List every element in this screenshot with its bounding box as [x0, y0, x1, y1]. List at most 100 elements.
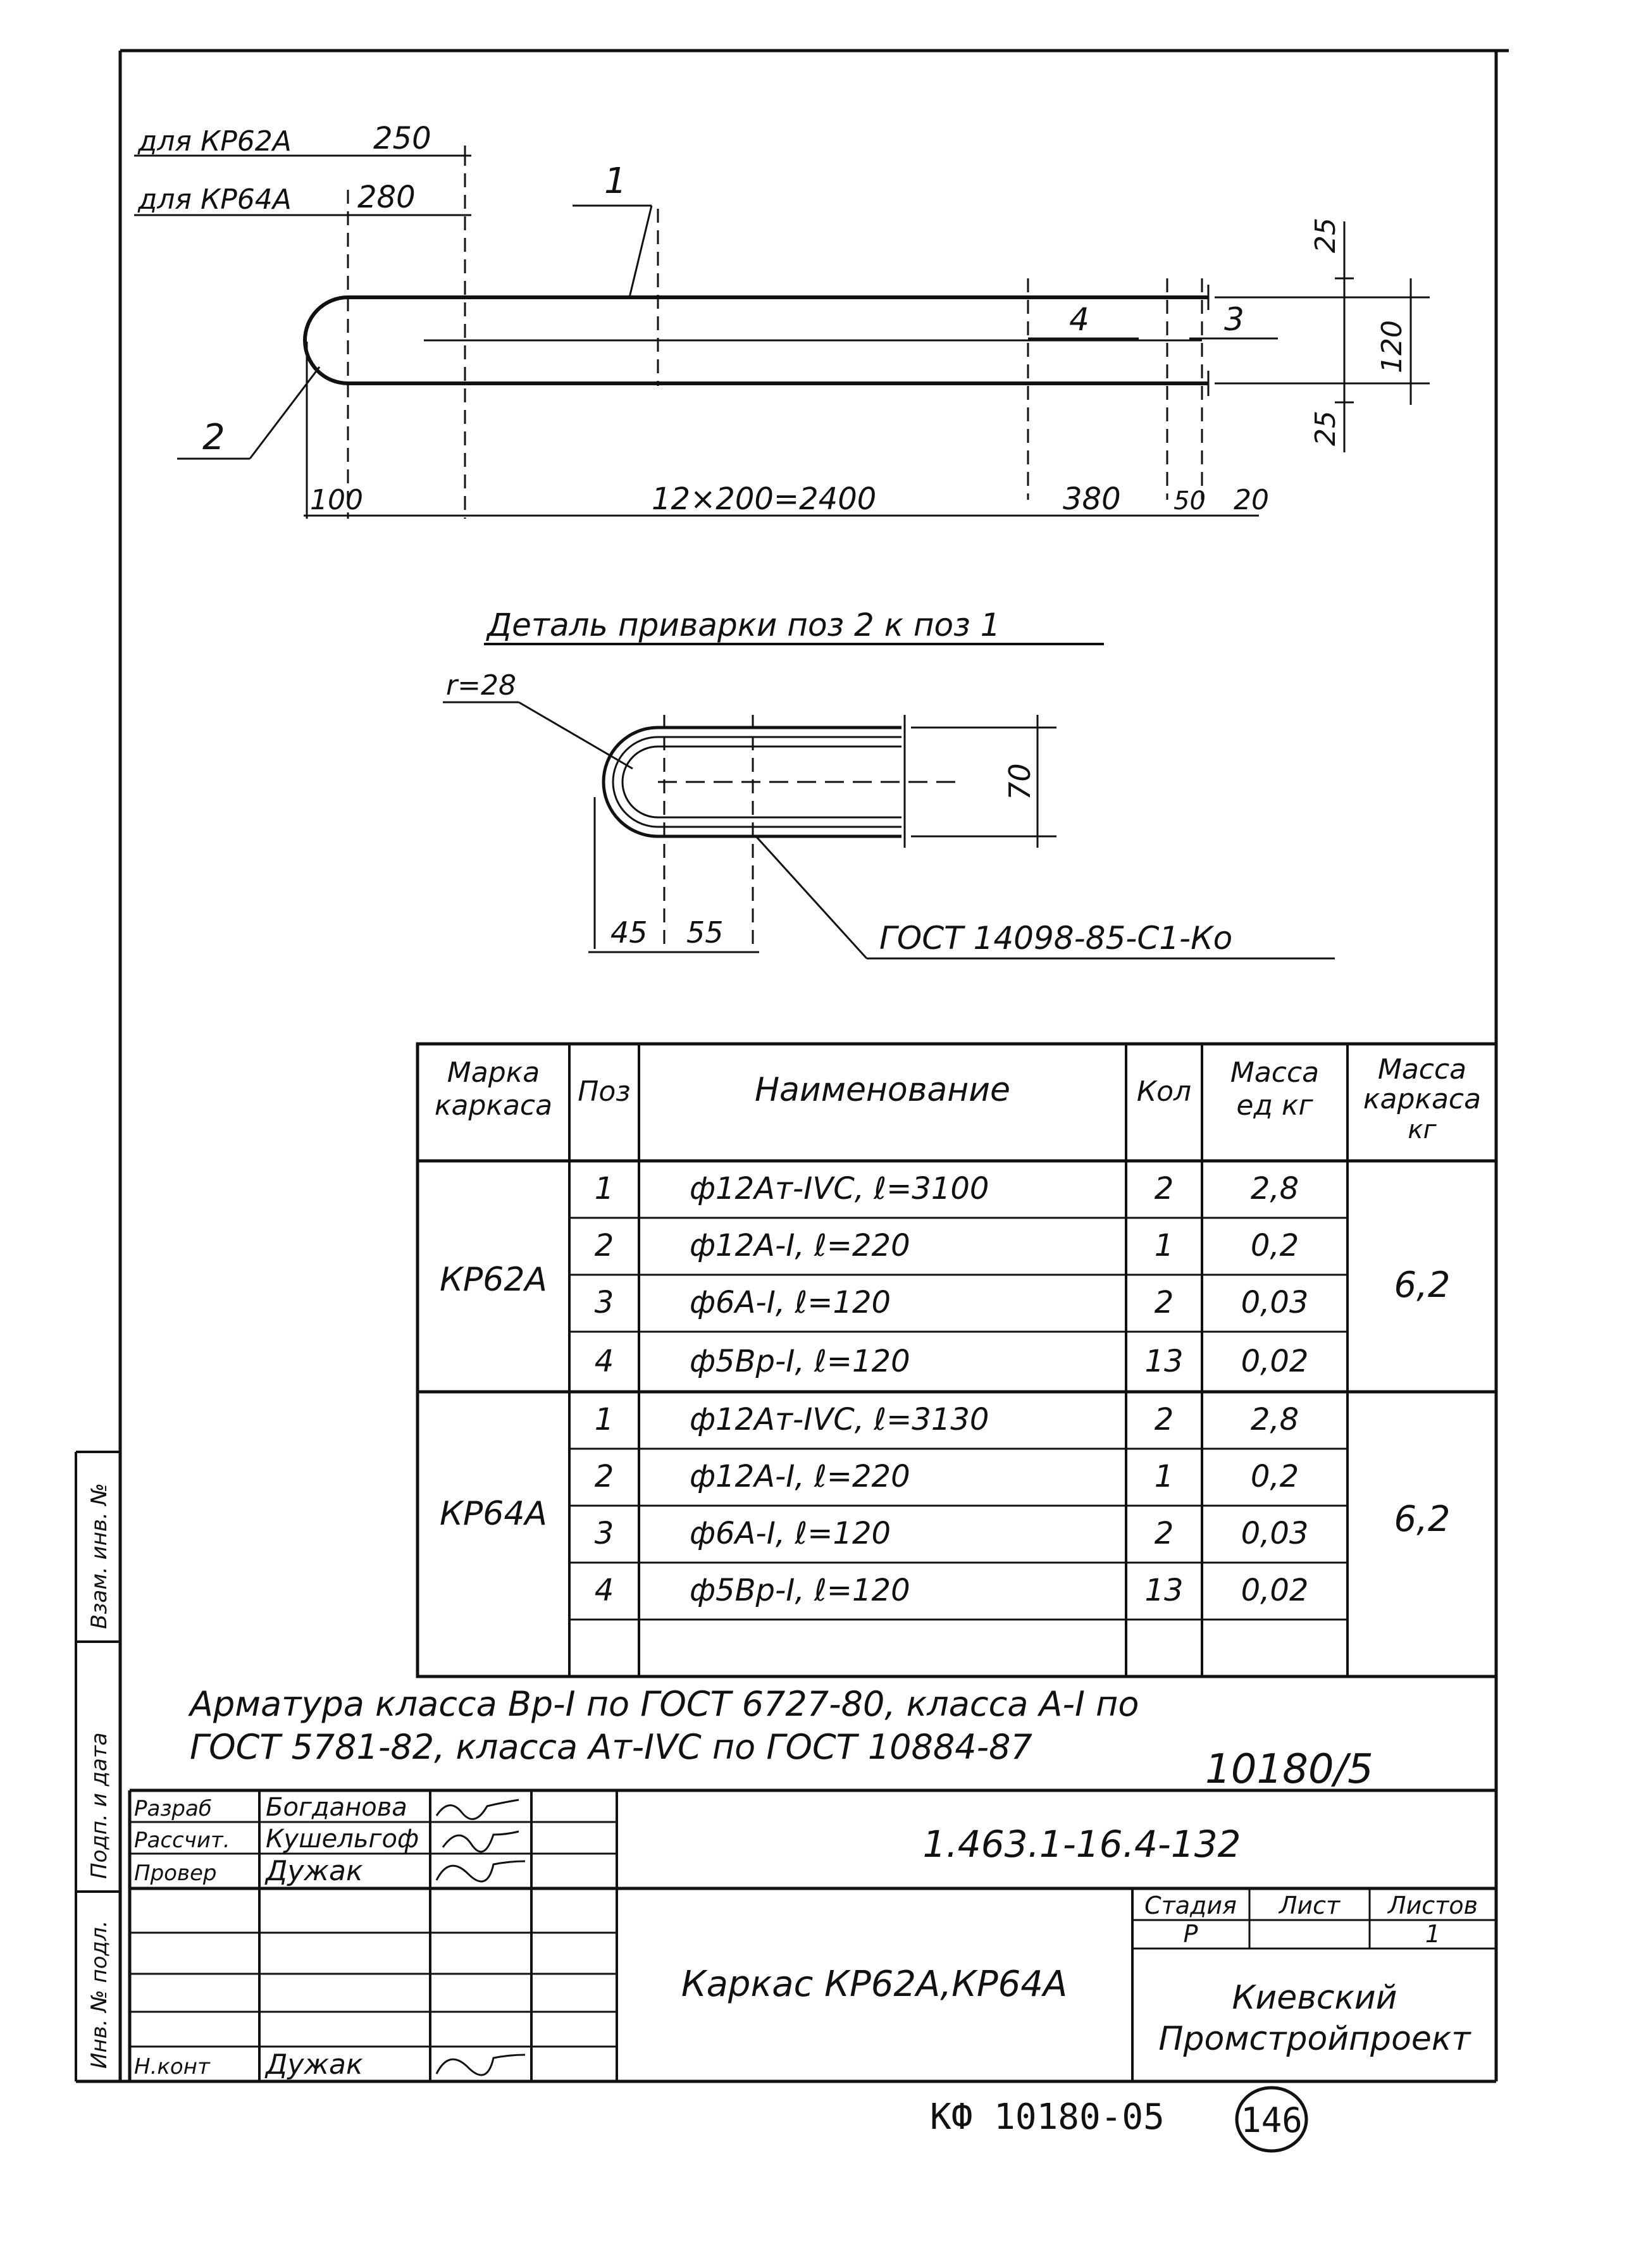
detail-dim-45: 45 — [610, 915, 648, 950]
dim-50: 50 — [1174, 486, 1206, 516]
row-pos: 1 — [595, 1171, 614, 1206]
sheet-label: Лист — [1278, 1892, 1341, 1919]
row-qty: 2 — [1155, 1516, 1174, 1551]
table-row: 2 ф12А-I, ℓ=220 1 0,2 — [595, 1228, 1299, 1263]
weld-standard: ГОСТ 14098-85-С1-Ко — [879, 920, 1232, 957]
row-pos: 4 — [595, 1573, 614, 1608]
table-row: 1 ф12Ат-IVС, ℓ=3100 2 2,8 — [595, 1171, 1299, 1206]
row-pos: 2 — [595, 1228, 614, 1263]
row-pos: 2 — [595, 1459, 614, 1494]
label-for-kr64a: для КР64А — [137, 183, 292, 216]
dim-main-span: 12×200=2400 — [652, 481, 876, 517]
side-strip-inv-replace: Взам. инв. № — [87, 1483, 112, 1629]
reinforcement-note: Арматура класса Вр-I по ГОСТ 6727-80, кл… — [188, 1684, 1373, 1793]
side-strip-sign-date: Подп. и дата — [87, 1732, 112, 1879]
group-mark-kr62a: КР62А — [440, 1261, 547, 1299]
row-mass: 0,2 — [1251, 1459, 1299, 1494]
row-mass: 2,8 — [1251, 1402, 1299, 1437]
signature-mark — [435, 1860, 526, 1883]
stage-value: Р — [1184, 1920, 1198, 1948]
row-mass: 0,02 — [1241, 1573, 1309, 1608]
sig-role: Разраб — [134, 1796, 212, 1821]
row-name: ф5Вр-I, ℓ=120 — [690, 1344, 910, 1379]
callout-pos-3: 3 — [1224, 301, 1244, 338]
dim-120: 120 — [1376, 320, 1408, 373]
sheet-ref: 10180/5 — [1205, 1746, 1373, 1793]
row-qty: 13 — [1144, 1344, 1183, 1379]
table-row: 2 ф12А-I, ℓ=220 1 0,2 — [595, 1459, 1299, 1494]
row-name: ф12А-I, ℓ=220 — [690, 1459, 910, 1494]
organization-line-2: Промстройпроект — [1158, 2020, 1471, 2058]
row-name: ф12Ат-IVС, ℓ=3100 — [690, 1171, 989, 1206]
header-mark-2: каркаса — [435, 1089, 552, 1122]
row-mass: 0,03 — [1241, 1285, 1309, 1320]
row-name: ф6А-I, ℓ=120 — [690, 1285, 891, 1320]
table-row: 1 ф12Ат-IVС, ℓ=3130 2 2,8 — [595, 1402, 1299, 1437]
sig-name: Богданова — [266, 1793, 407, 1822]
callout-pos-2: 2 — [202, 417, 225, 458]
group-frame-mass-kr64a: 6,2 — [1394, 1499, 1450, 1540]
callout-pos-4: 4 — [1069, 301, 1089, 338]
row-name: ф5Вр-I, ℓ=120 — [690, 1573, 910, 1608]
group-frame-mass-kr62a: 6,2 — [1394, 1265, 1450, 1306]
row-mass: 0,03 — [1241, 1516, 1309, 1551]
header-unit-mass-2: ед кг — [1236, 1089, 1313, 1122]
dim-100: 100 — [310, 484, 363, 516]
table-row: 4 ф5Вр-I, ℓ=120 13 0,02 — [595, 1573, 1309, 1608]
header-frame-mass-1: Масса — [1378, 1053, 1466, 1086]
sig-name: Дужак — [264, 2048, 363, 2081]
drawing-title: Каркас КР62А,КР64А — [681, 1964, 1067, 2005]
dim-25-top: 25 — [1310, 218, 1342, 253]
sig-role: Провер — [134, 1861, 217, 1886]
stage-label: Стадия — [1144, 1892, 1237, 1919]
frame-top-view: для КР62А 250 для КР64А 280 1 2 4 3 25 1… — [134, 121, 1430, 519]
dim-380: 380 — [1063, 481, 1121, 517]
detail-title: Деталь приварки поз 2 к поз 1 — [486, 607, 1000, 643]
note-line-2: ГОСТ 5781-82, класса Ат-IVС по ГОСТ 1088… — [190, 1727, 1032, 1767]
table-row: 3 ф6А-I, ℓ=120 2 0,03 — [595, 1516, 1309, 1551]
header-qty: Кол — [1137, 1075, 1191, 1108]
detail-dim-70: 70 — [1003, 763, 1037, 800]
signature-mark — [435, 1799, 519, 1820]
row-pos: 1 — [595, 1402, 614, 1437]
organization-line-1: Киевский — [1232, 1979, 1397, 2017]
title-block: Разраб Богданова Рассчит. Кушельгоф Пров… — [128, 1788, 1496, 2081]
row-qty: 2 — [1155, 1285, 1174, 1320]
archive-code: КФ 10180-05 — [930, 2097, 1165, 2138]
table-row: 3 ф6А-I, ℓ=120 2 0,03 — [595, 1285, 1309, 1320]
document-code: 1.463.1-16.4-132 — [922, 1823, 1241, 1866]
header-mark-1: Марка — [447, 1057, 540, 1089]
header-unit-mass-1: Масса — [1230, 1057, 1319, 1089]
archive-stamp: КФ 10180-05 146 — [930, 2086, 1308, 2153]
row-pos: 4 — [595, 1344, 614, 1379]
table-row: 4 ф5Вр-I, ℓ=120 13 0,02 — [595, 1344, 1309, 1379]
row-name: ф6А-I, ℓ=120 — [690, 1516, 891, 1551]
dim-250: 250 — [373, 121, 431, 156]
row-qty: 1 — [1155, 1228, 1174, 1263]
dim-20: 20 — [1234, 484, 1269, 516]
sig-name: Дужак — [264, 1855, 363, 1887]
label-for-kr62a: для КР62А — [137, 125, 292, 158]
row-mass: 0,02 — [1241, 1344, 1309, 1379]
sig-role: Н.конт — [134, 2054, 211, 2079]
row-pos: 3 — [595, 1516, 614, 1551]
detail-dim-55: 55 — [686, 915, 724, 950]
row-mass: 2,8 — [1251, 1171, 1299, 1206]
row-name: ф12Ат-IVС, ℓ=3130 — [690, 1402, 989, 1437]
signature-mark — [435, 2054, 526, 2076]
sheets-value: 1 — [1425, 1920, 1440, 1948]
header-pos: Поз — [578, 1075, 630, 1108]
header-frame-mass-2: каркаса — [1363, 1083, 1481, 1115]
row-qty: 1 — [1155, 1459, 1174, 1494]
row-qty: 2 — [1155, 1171, 1174, 1206]
row-qty: 13 — [1144, 1573, 1183, 1608]
sheets-label: Листов — [1387, 1892, 1478, 1919]
header-name: Наименование — [755, 1071, 1010, 1109]
weld-detail: Деталь приварки поз 2 к поз 1 r=28 70 45… — [443, 607, 1335, 960]
sig-name: Кушельгоф — [266, 1825, 419, 1854]
page-number: 146 — [1241, 2100, 1303, 2140]
row-name: ф12А-I, ℓ=220 — [690, 1228, 910, 1263]
note-line-1: Арматура класса Вр-I по ГОСТ 6727-80, кл… — [188, 1684, 1139, 1724]
row-qty: 2 — [1155, 1402, 1174, 1437]
